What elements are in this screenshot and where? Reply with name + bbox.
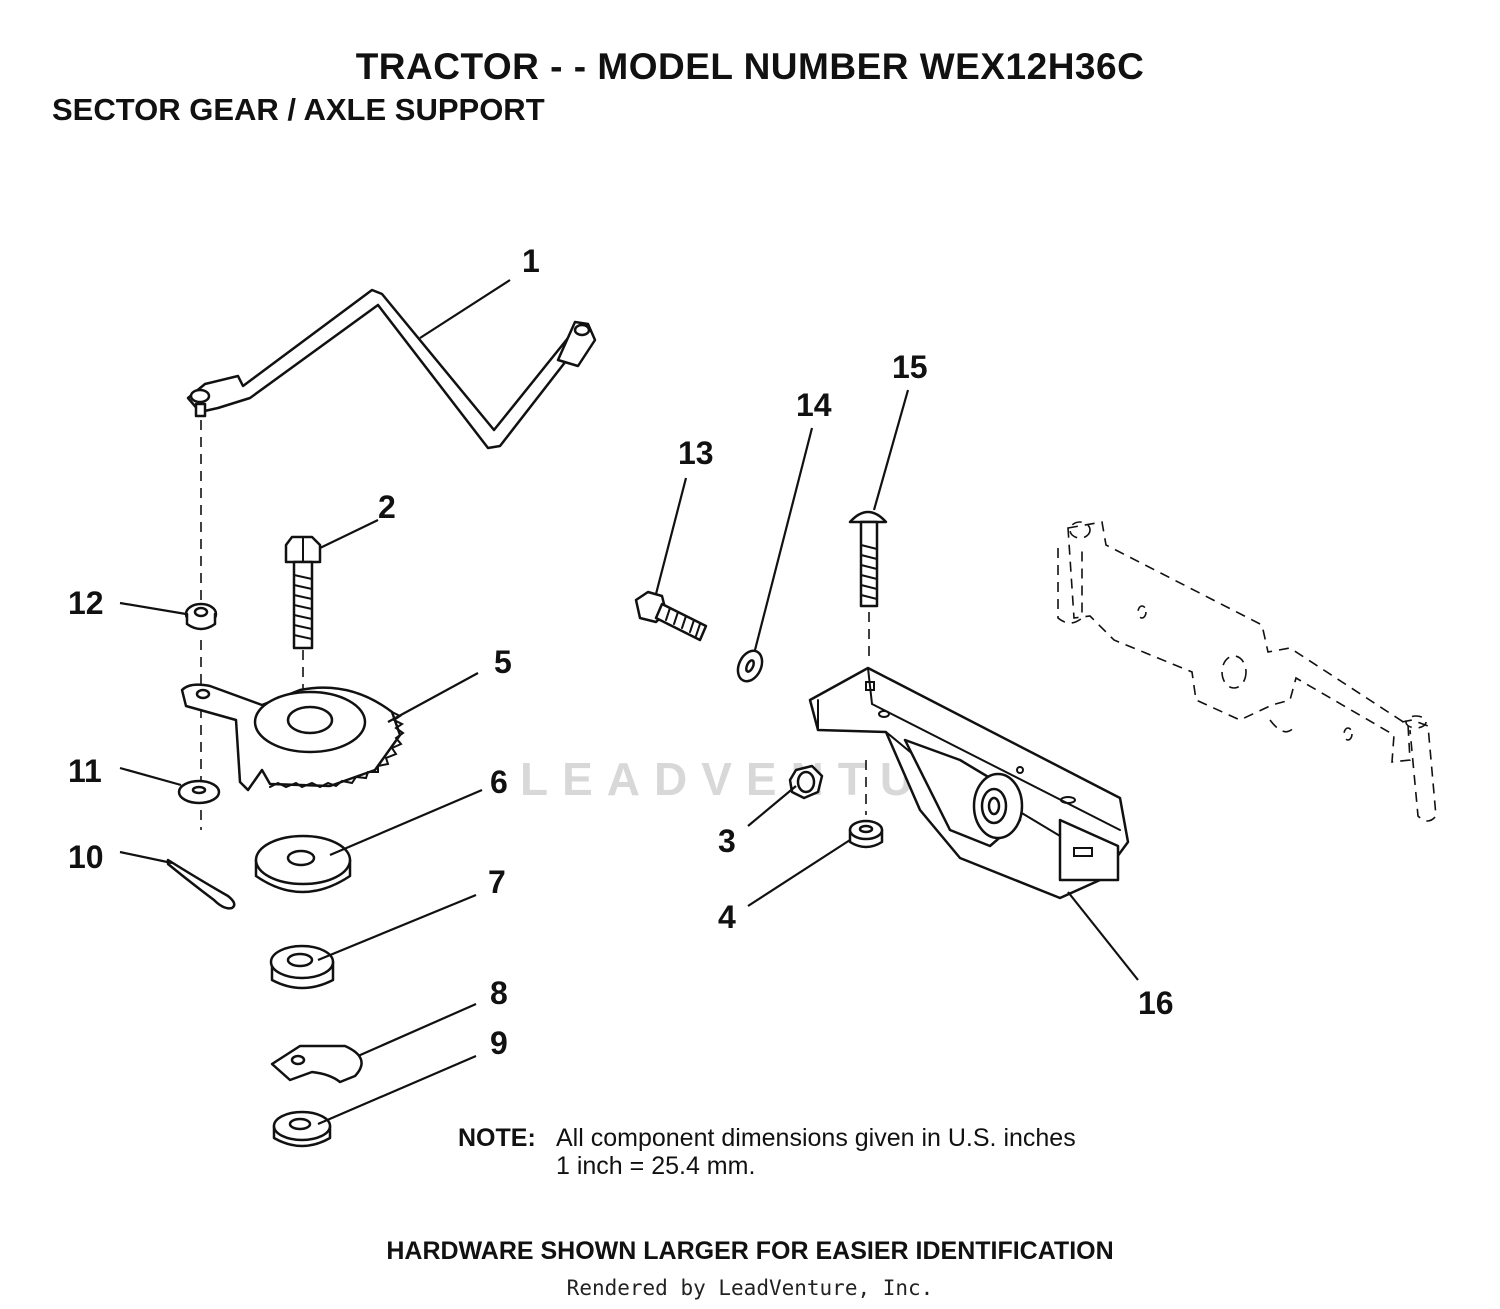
note-line-1: All component dimensions given in U.S. i…	[556, 1124, 1076, 1152]
part-14-washer[interactable]	[733, 647, 766, 685]
callout-6: 6	[490, 764, 508, 800]
leader-11	[119, 766, 182, 787]
callout-12: 12	[68, 585, 104, 621]
callout-9: 9	[490, 1025, 508, 1061]
leader-15	[872, 389, 910, 511]
hardware-footnote: HARDWARE SHOWN LARGER FOR EASIER IDENTIF…	[386, 1237, 1114, 1265]
callout-8: 8	[490, 975, 508, 1011]
part-1-drag-link[interactable]	[186, 288, 597, 450]
leader-3	[747, 785, 797, 827]
part-7-nut[interactable]	[269, 944, 335, 990]
part-15-carriage-bolt[interactable]	[848, 510, 888, 608]
leader-4	[747, 839, 851, 907]
callout-11: 11	[68, 753, 102, 789]
leader-10	[119, 850, 173, 865]
callout-13: 13	[678, 435, 714, 471]
callout-5: 5	[494, 644, 512, 680]
leader-2	[319, 519, 379, 549]
part-10-cotter-pin[interactable]	[166, 858, 236, 910]
page-title: TRACTOR - - MODEL NUMBER WEX12H36C	[355, 46, 1145, 87]
callout-3: 3	[718, 823, 736, 859]
rendered-by-credit: Rendered by LeadVenture, Inc.	[566, 1276, 934, 1300]
callout-14: 14	[796, 387, 832, 423]
part-5-sector-gear[interactable]	[180, 683, 405, 792]
part-6-spacer[interactable]	[254, 834, 352, 894]
part-11-washer[interactable]	[177, 779, 221, 805]
part-16-axle-support[interactable]	[808, 666, 1130, 900]
leader-12	[119, 601, 187, 616]
part-8-clamp[interactable]	[270, 1044, 363, 1084]
part-13-hex-bolt[interactable]	[634, 590, 708, 642]
part-3-nut[interactable]	[788, 764, 824, 800]
leader-6	[329, 788, 483, 857]
leader-9	[317, 1054, 477, 1126]
leader-5	[387, 672, 479, 723]
leader-14	[753, 427, 814, 651]
part-12-nut[interactable]	[184, 602, 218, 631]
part-4-nut[interactable]	[848, 819, 884, 849]
leader-8	[357, 1002, 477, 1058]
axle-outline-reference	[1057, 521, 1437, 822]
callout-4: 4	[718, 899, 736, 935]
callout-1: 1	[522, 243, 540, 279]
leader-16	[1067, 891, 1139, 981]
callout-2: 2	[378, 489, 396, 525]
leader-7	[317, 893, 477, 962]
callout-15: 15	[892, 349, 928, 385]
dimension-note: NOTE: All component dimensions given in U…	[458, 1124, 1076, 1180]
leader-13	[654, 477, 688, 595]
callout-7: 7	[488, 864, 506, 900]
note-label: NOTE:	[458, 1124, 536, 1152]
callout-16: 16	[1138, 985, 1174, 1021]
page-subtitle: SECTOR GEAR / AXLE SUPPORT	[52, 92, 545, 127]
callout-10: 10	[68, 839, 104, 875]
leader-1	[419, 279, 511, 339]
part-2-bolt[interactable]	[284, 535, 322, 650]
note-line-2: 1 inch = 25.4 mm.	[556, 1152, 756, 1180]
part-9-nut[interactable]	[272, 1110, 332, 1148]
